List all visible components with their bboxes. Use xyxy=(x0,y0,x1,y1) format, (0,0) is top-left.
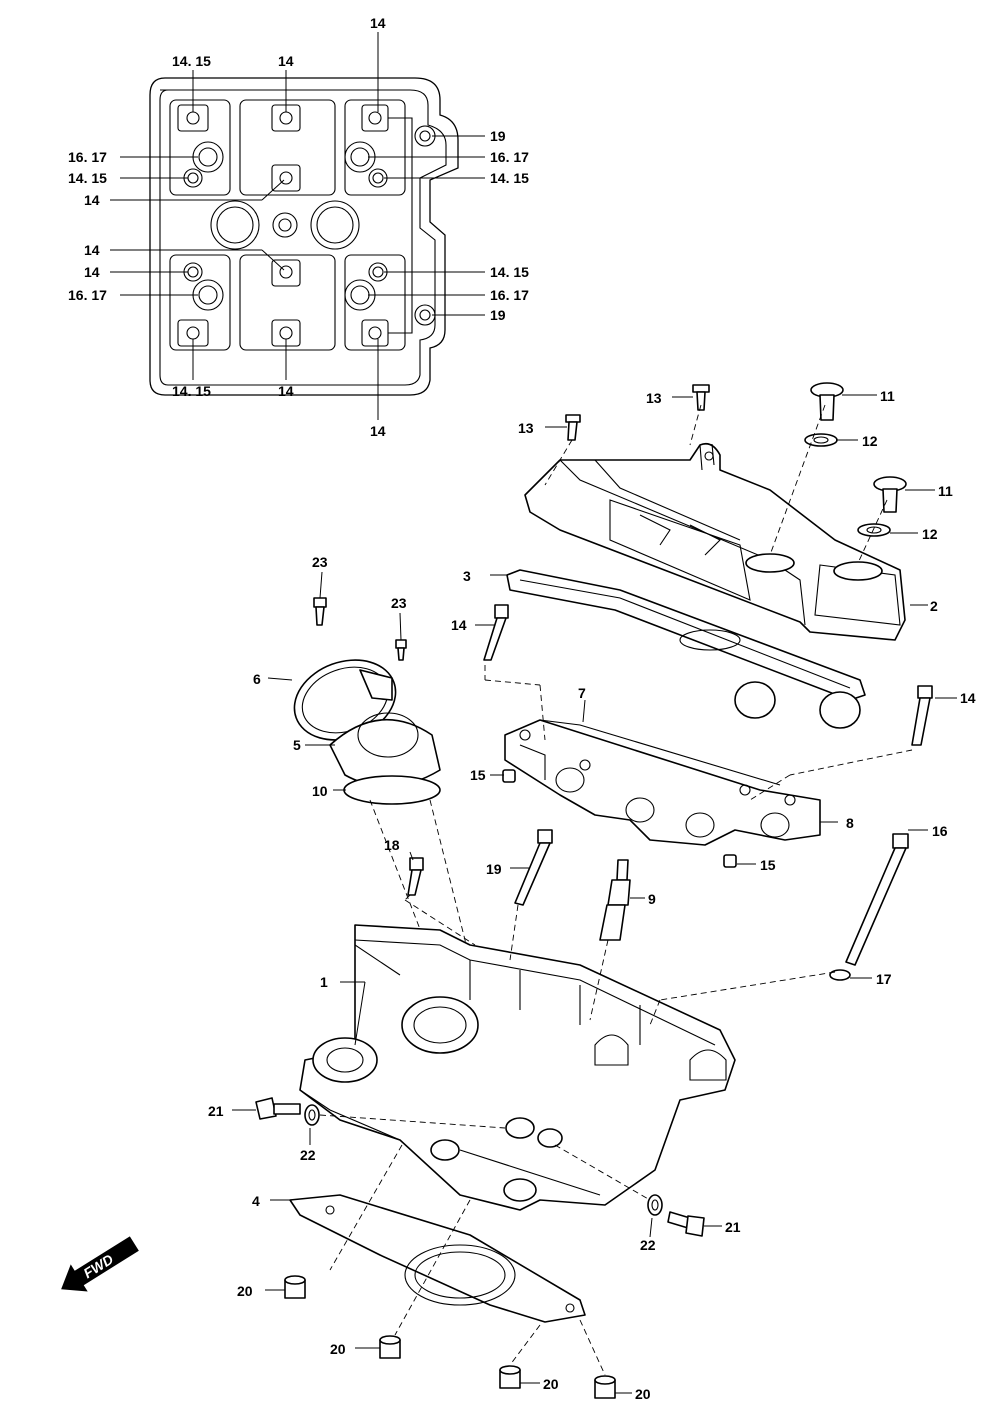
callout-23a: 23 xyxy=(312,554,328,570)
spark-plug xyxy=(599,859,631,941)
callout-2: 2 xyxy=(930,598,938,614)
callout-14a: 14 xyxy=(451,617,467,633)
callout-15b: 15 xyxy=(760,857,776,873)
label-r5: 16. 17 xyxy=(490,287,529,303)
callout-11b: 11 xyxy=(938,483,953,499)
callout-19: 19 xyxy=(486,861,502,877)
callout-leaders xyxy=(232,394,957,1394)
callout-22a: 22 xyxy=(300,1147,316,1163)
label-bl-bottom: 14. 15 xyxy=(172,383,211,399)
label-l5: 14 xyxy=(84,264,100,280)
label-l6: 16. 17 xyxy=(68,287,107,303)
label-r4: 14. 15 xyxy=(490,264,529,280)
label-bc-bottom: 14 xyxy=(278,383,294,399)
label-tc-top: 14 xyxy=(278,53,294,69)
label-tr-top: 14 xyxy=(370,15,386,31)
intake-pipe-assembly xyxy=(293,597,491,1041)
callout-14b: 14 xyxy=(960,690,976,706)
callout-3: 3 xyxy=(463,568,471,584)
callout-13a: 13 xyxy=(646,390,662,406)
callout-8: 8 xyxy=(846,815,854,831)
callout-20b: 20 xyxy=(330,1341,346,1357)
callout-9: 9 xyxy=(648,891,656,907)
callout-5: 5 xyxy=(293,737,301,753)
top-view-labels: 14. 15 14 14 16. 17 14. 15 14 14 14 16. … xyxy=(68,15,529,439)
label-l2: 14. 15 xyxy=(68,170,107,186)
callout-21a: 21 xyxy=(208,1103,224,1119)
callout-20a: 20 xyxy=(237,1283,253,1299)
callout-16: 16 xyxy=(932,823,948,839)
callout-12a: 12 xyxy=(862,433,878,449)
cylinder-head xyxy=(299,924,736,1211)
cylinder-head-cover xyxy=(524,442,906,641)
callout-numbers: 1 2 3 4 5 6 7 8 9 10 11 11 12 12 13 13 1… xyxy=(208,388,976,1402)
callout-6: 6 xyxy=(253,671,261,687)
callout-13b: 13 xyxy=(518,420,534,436)
callout-12b: 12 xyxy=(922,526,938,542)
callout-11a: 11 xyxy=(880,388,895,404)
label-br-bottom: 14 xyxy=(370,423,386,439)
top-view-cover-plan xyxy=(110,32,485,420)
cylinder-head-gasket xyxy=(289,1194,586,1323)
label-r3: 14. 15 xyxy=(490,170,529,186)
callout-7: 7 xyxy=(578,685,586,701)
callout-15a: 15 xyxy=(470,767,486,783)
label-l3: 14 xyxy=(84,192,100,208)
label-l4: 14 xyxy=(84,242,100,258)
callout-1: 1 xyxy=(320,974,328,990)
callout-21b: 21 xyxy=(725,1219,741,1235)
label-l1: 16. 17 xyxy=(68,149,107,165)
label-tl-top: 14. 15 xyxy=(172,53,211,69)
callout-23b: 23 xyxy=(391,595,407,611)
fwd-arrow-icon: FWD xyxy=(61,1236,139,1292)
callout-22b: 22 xyxy=(640,1237,656,1253)
label-r2: 16. 17 xyxy=(490,149,529,165)
head-cover-gasket xyxy=(506,569,866,729)
callout-17: 17 xyxy=(876,971,892,987)
callout-10: 10 xyxy=(312,783,328,799)
label-r6: 19 xyxy=(490,307,506,323)
label-r1: 19 xyxy=(490,128,506,144)
callout-4: 4 xyxy=(252,1193,260,1209)
cover-bolts xyxy=(565,382,907,537)
camshaft-holders xyxy=(502,719,821,868)
side-bolts xyxy=(255,1097,705,1237)
callout-18: 18 xyxy=(384,837,400,853)
dowel-pins xyxy=(284,1275,616,1399)
head-bolts xyxy=(407,604,933,981)
callout-20d: 20 xyxy=(635,1386,651,1402)
callout-20c: 20 xyxy=(543,1376,559,1392)
